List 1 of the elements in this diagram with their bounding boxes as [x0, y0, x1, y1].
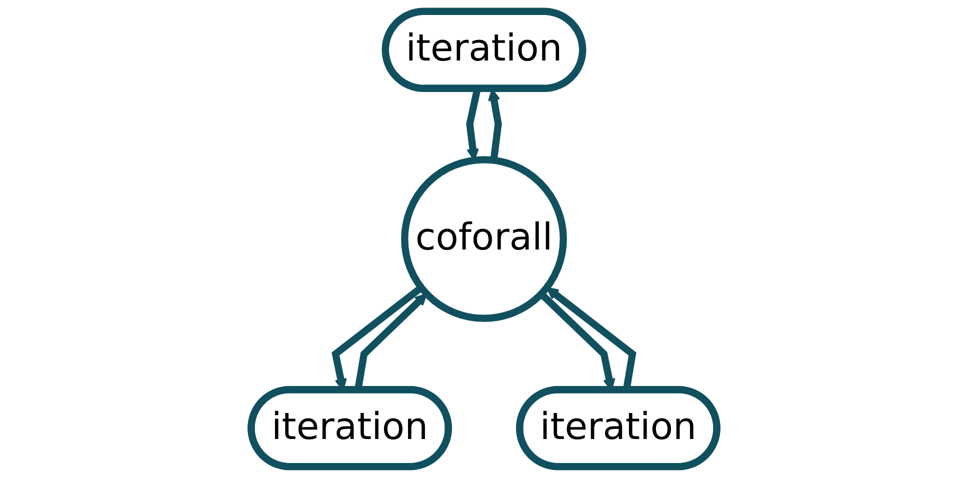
node-circle: coforall — [401, 156, 567, 322]
